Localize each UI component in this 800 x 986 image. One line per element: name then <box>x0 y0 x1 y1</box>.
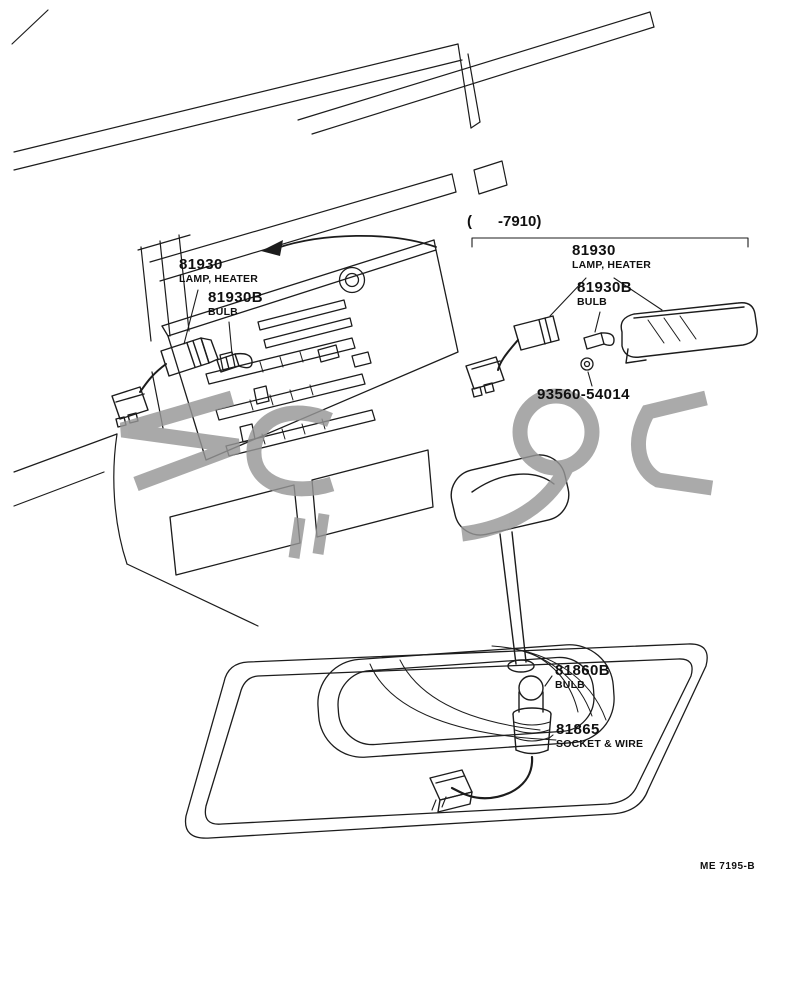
leader-right-bulb <box>594 311 601 333</box>
rotary-knob <box>338 266 366 294</box>
production-range-bracket <box>471 237 749 248</box>
left-lamp-part-number: 81930 <box>179 256 223 273</box>
rotary-knob-center <box>344 272 360 288</box>
right-bulb <box>583 332 615 350</box>
shift-wire <box>450 755 534 800</box>
left-bulb <box>216 352 253 373</box>
left-bulb-part-name: BULB <box>208 305 238 318</box>
slider-slot <box>205 337 356 385</box>
right-bulb-part-name: BULB <box>577 295 607 308</box>
right-lamp-connector <box>465 356 505 390</box>
shift-socket-wire-drawing <box>429 707 552 813</box>
leader-screw <box>587 371 593 387</box>
gear-shift-lever <box>450 454 570 673</box>
watermark-logo <box>119 388 714 559</box>
production-range-value: -7910) <box>498 213 542 230</box>
left-bulb-part-number: 81930B <box>208 289 263 306</box>
leader-shift-socket <box>547 734 554 740</box>
heater-lamp-housing <box>620 302 758 364</box>
screw-part-number: 93560-54014 <box>537 386 630 403</box>
screw-washer <box>580 357 594 371</box>
right-lamp-wire <box>497 339 519 371</box>
label-right-bulb: 81930B BULB <box>577 279 632 308</box>
right-lamp-part-name: LAMP, HEATER <box>572 258 652 271</box>
label-shift-socket-wire: 81865 SOCKET & WIRE <box>556 721 644 750</box>
production-range-open-paren: ( <box>467 213 472 230</box>
label-right-lamp: 81930 LAMP, HEATER <box>572 242 652 271</box>
slider-slot <box>215 373 366 421</box>
left-lamp-part-name: LAMP, HEATER <box>179 272 259 285</box>
shift-bulb-part-number: 81860B <box>555 662 610 679</box>
leader-shift-bulb <box>544 675 553 687</box>
console-vents <box>169 449 434 576</box>
label-shift-bulb: 81860B BULB <box>555 662 610 691</box>
label-screw: 93560-54014 <box>537 386 630 404</box>
right-lamp-part-number: 81930 <box>572 242 616 259</box>
panel-button <box>317 344 340 363</box>
production-range-note: ( -7910) <box>467 213 541 230</box>
drawing-code: ME 7195-B <box>700 861 756 872</box>
shift-socket-part-number: 81865 <box>556 721 600 738</box>
shift-console <box>184 643 708 839</box>
leader-left-lamp <box>183 289 199 345</box>
label-left-bulb: 81930B BULB <box>208 289 263 318</box>
left-lamp-connector <box>111 386 149 420</box>
leader-lines <box>183 277 663 740</box>
leader-right-lamp-housing <box>613 277 663 311</box>
shift-socket-part-name: SOCKET & WIRE <box>556 737 644 750</box>
leader-right-lamp <box>549 277 587 317</box>
panel-button <box>351 351 372 368</box>
leader-left-bulb <box>228 321 233 355</box>
heater-control-panel <box>161 239 459 461</box>
dashboard-lines <box>11 9 655 627</box>
shift-bulb-part-name: BULB <box>555 678 585 691</box>
right-lamp-socket <box>465 315 560 398</box>
arrowhead <box>261 240 283 256</box>
direction-arrow <box>261 234 437 256</box>
label-left-lamp: 81930 LAMP, HEATER <box>179 256 259 285</box>
slider-lever <box>253 385 270 405</box>
shift-bulb-drawing <box>518 675 544 713</box>
right-bulb-part-number: 81930B <box>577 279 632 296</box>
